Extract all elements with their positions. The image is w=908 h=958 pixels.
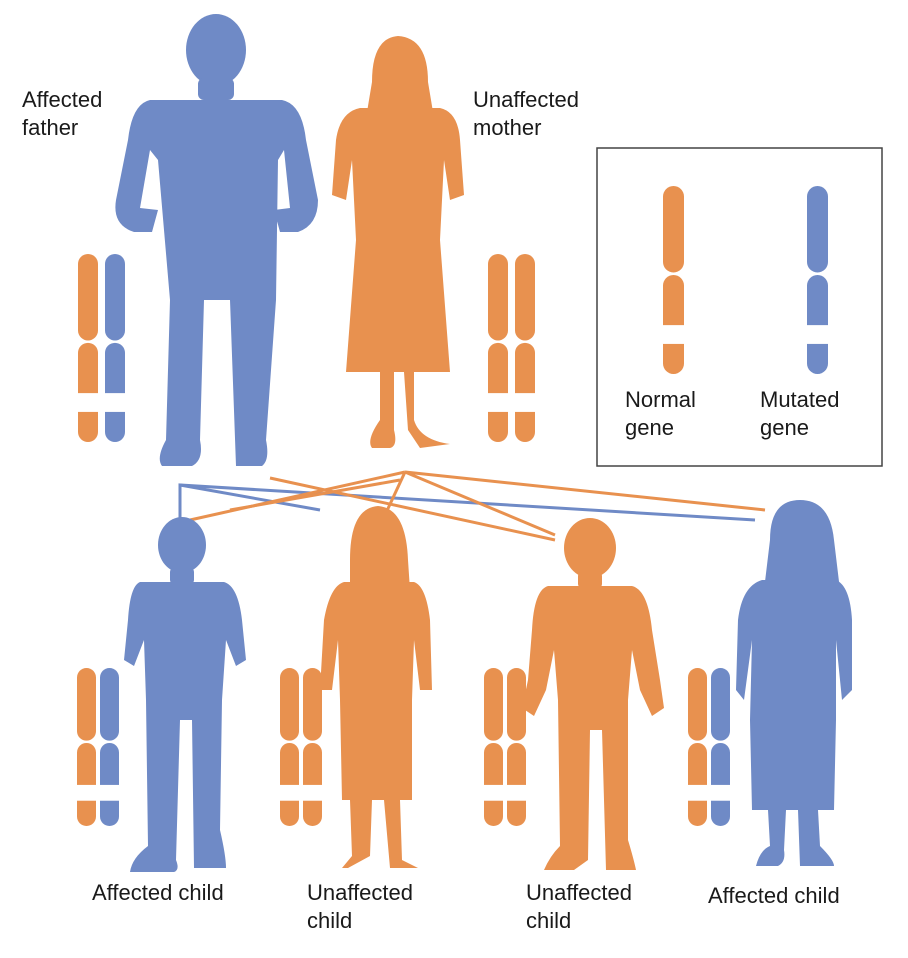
chromosome-arm-lower bbox=[711, 742, 730, 826]
child-2-label: Unaffected child bbox=[307, 880, 419, 933]
chromosome-arm-upper bbox=[488, 254, 508, 341]
child-2-figure bbox=[320, 506, 432, 868]
gene-band bbox=[484, 784, 503, 801]
gene-band bbox=[711, 784, 730, 801]
chromosome-arm-lower bbox=[100, 742, 119, 826]
gene-band bbox=[280, 784, 299, 801]
father-chromosome-1 bbox=[78, 254, 98, 442]
gene-band bbox=[507, 784, 526, 801]
chromosome-arm-upper bbox=[280, 668, 299, 741]
gene-band bbox=[663, 325, 684, 344]
legend-normal-label: Normal gene bbox=[625, 387, 702, 440]
chromosome-arm-upper bbox=[711, 668, 730, 741]
child-2-label-line2: child bbox=[307, 908, 352, 933]
chromosome-arm-upper bbox=[78, 254, 98, 341]
chromosome-arm-upper bbox=[105, 254, 125, 341]
legend-normal-chromosome bbox=[663, 186, 684, 374]
gene-band bbox=[688, 784, 707, 801]
child-3-label-line2: child bbox=[526, 908, 571, 933]
father-label-line1: Affected bbox=[22, 87, 102, 112]
gene-band bbox=[488, 393, 508, 412]
legend-normal-line1: Normal bbox=[625, 387, 696, 412]
inheritance-lines bbox=[178, 470, 766, 542]
mother-figure bbox=[332, 36, 464, 448]
mother-line-to-child-1 bbox=[189, 470, 406, 522]
chromosome-arm-upper bbox=[484, 668, 503, 741]
chromosome-arm-lower bbox=[78, 342, 98, 442]
child-3-chromosome-2 bbox=[507, 668, 526, 826]
child-4-label-line1: Affected child bbox=[708, 883, 840, 908]
child-1-figure bbox=[124, 517, 246, 872]
child-1-label-line1: Affected child bbox=[92, 880, 224, 905]
gene-band bbox=[100, 784, 119, 801]
father-line-to-child-3 bbox=[179, 483, 321, 512]
chromosome-arm-lower bbox=[488, 342, 508, 442]
legend-mutated-chromosome bbox=[807, 186, 828, 374]
chromosome-arm-lower bbox=[105, 342, 125, 442]
mother-line-to-child-3 bbox=[404, 470, 556, 537]
chromosome-arm-upper bbox=[515, 254, 535, 341]
child-4-chromosome-1 bbox=[688, 668, 707, 826]
father-label-line2: father bbox=[22, 115, 78, 140]
legend-box bbox=[596, 147, 883, 467]
chromosome-arm-lower bbox=[663, 275, 684, 374]
gene-band bbox=[105, 393, 125, 412]
cross-line-a bbox=[269, 476, 556, 542]
child-1-label: Affected child bbox=[92, 880, 224, 905]
child-3-chromosome-1 bbox=[484, 668, 503, 826]
child-1-chromosome-2 bbox=[100, 668, 119, 826]
chromosome-arm-upper bbox=[807, 186, 828, 273]
mother-chromosome-2 bbox=[515, 254, 535, 442]
chromosome-arm-upper bbox=[100, 668, 119, 741]
father-figure bbox=[115, 14, 318, 466]
child-3-label-line1: Unaffected bbox=[526, 880, 632, 905]
child-2-chromosome-2 bbox=[303, 668, 322, 826]
mother-chromosome-1 bbox=[488, 254, 508, 442]
mother-label: Unaffected mother bbox=[473, 87, 585, 140]
gene-band bbox=[78, 393, 98, 412]
mother-label-line2: mother bbox=[473, 115, 541, 140]
chromosome-arm-lower bbox=[303, 742, 322, 826]
chromosome-arm-upper bbox=[688, 668, 707, 741]
chromosome-arm-lower bbox=[515, 342, 535, 442]
legend-chromosomes bbox=[663, 186, 828, 374]
legend: Normal gene Mutated gene bbox=[596, 147, 883, 467]
child-4-label: Affected child bbox=[708, 883, 840, 908]
legend-mutated-label: Mutated gene bbox=[760, 387, 846, 440]
father-chromosome-2 bbox=[105, 254, 125, 442]
legend-mutated-line2: gene bbox=[760, 415, 809, 440]
chromosome-arm-lower bbox=[280, 742, 299, 826]
cross-line-b bbox=[229, 478, 401, 512]
chromosome-arm-lower bbox=[807, 275, 828, 374]
gene-band bbox=[515, 393, 535, 412]
chromosome-arm-lower bbox=[507, 742, 526, 826]
child-3-label: Unaffected child bbox=[526, 880, 638, 933]
mother-line-to-child-2 bbox=[383, 471, 407, 516]
child-3-figure bbox=[522, 518, 664, 870]
gene-band bbox=[77, 784, 96, 801]
chromosome-pairs bbox=[77, 254, 730, 826]
child-2-chromosome-1 bbox=[280, 668, 299, 826]
chromosome-arm-upper bbox=[507, 668, 526, 741]
chromosome-arm-upper bbox=[663, 186, 684, 273]
legend-mutated-line1: Mutated bbox=[760, 387, 840, 412]
chromosome-arm-lower bbox=[688, 742, 707, 826]
gene-band bbox=[303, 784, 322, 801]
child-2-label-line1: Unaffected bbox=[307, 880, 413, 905]
child-4-chromosome-2 bbox=[711, 668, 730, 826]
gene-band bbox=[807, 325, 828, 344]
mother-line-to-child-4 bbox=[404, 470, 766, 512]
child-1-chromosome-1 bbox=[77, 668, 96, 826]
mother-label-line1: Unaffected bbox=[473, 87, 579, 112]
chromosome-arm-lower bbox=[484, 742, 503, 826]
father-label: Affected father bbox=[22, 87, 108, 140]
chromosome-arm-lower bbox=[77, 742, 96, 826]
chromosome-arm-upper bbox=[77, 668, 96, 741]
legend-normal-line2: gene bbox=[625, 415, 674, 440]
chromosome-arm-upper bbox=[303, 668, 322, 741]
child-4-figure bbox=[736, 500, 852, 866]
